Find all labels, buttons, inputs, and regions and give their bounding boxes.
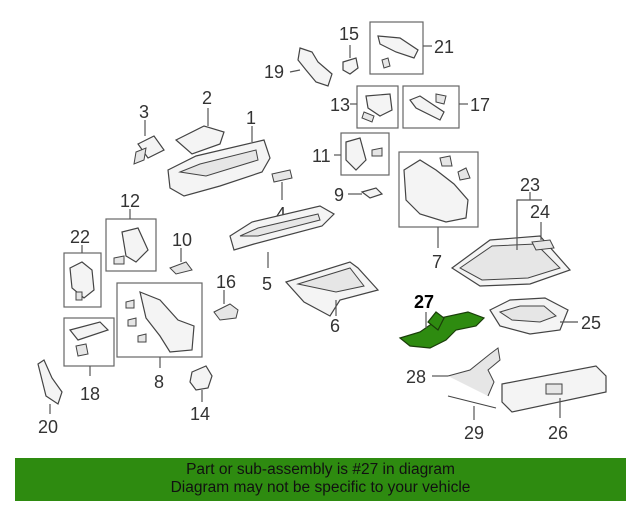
callout-11: 11	[312, 146, 331, 166]
callout-20: 20	[38, 417, 58, 437]
callout-1: 1	[246, 108, 256, 128]
callout-28: 28	[406, 367, 426, 387]
part-1-group: 1	[167, 108, 271, 197]
callout-13: 13	[330, 95, 350, 115]
part-5-group: 5	[229, 205, 335, 294]
part-8-group: 8	[116, 282, 203, 392]
callout-24: 24	[530, 202, 550, 222]
callout-25: 25	[581, 313, 601, 333]
part-14-group: 14	[189, 365, 213, 424]
part-3-group: 3	[133, 102, 165, 165]
callout-7: 7	[432, 252, 442, 272]
callout-22: 22	[70, 227, 90, 247]
callout-9: 9	[334, 185, 344, 205]
part-23-group: 23	[450, 175, 572, 287]
callout-3: 3	[139, 102, 149, 122]
part-19-group: 19	[264, 47, 333, 87]
part-15-group: 15	[339, 24, 359, 75]
part-28-group: 28	[406, 347, 501, 397]
callout-27: 27	[414, 292, 434, 312]
callout-4: 4	[276, 204, 286, 224]
callout-29: 29	[464, 423, 484, 443]
callout-2: 2	[202, 88, 212, 108]
part-7-group: 7	[398, 151, 479, 272]
part-13-group: 13	[330, 85, 399, 129]
callout-14: 14	[190, 404, 210, 424]
callout-10: 10	[172, 230, 192, 250]
part-11-group: 11	[312, 132, 390, 176]
part-20-group: 20	[37, 359, 63, 437]
part-25-group: 25	[489, 297, 601, 335]
part-10-group: 10	[169, 230, 193, 275]
part-26-group: 26	[501, 365, 607, 443]
part-21-group: 21	[369, 21, 454, 75]
callout-8: 8	[154, 372, 164, 392]
callout-12: 12	[120, 191, 140, 211]
part-24-group: 24	[530, 202, 555, 251]
part-17-group: 17	[402, 85, 490, 129]
callout-16: 16	[216, 272, 236, 292]
part-29-group: 29	[447, 395, 497, 443]
callout-15: 15	[339, 24, 359, 44]
callout-23: 23	[520, 175, 540, 195]
part-4-group: 4	[271, 169, 293, 224]
part-info-banner: Part or sub-assembly is #27 in diagram D…	[15, 458, 626, 501]
callout-19: 19	[264, 62, 284, 82]
callout-18: 18	[80, 384, 100, 404]
callout-5: 5	[262, 274, 272, 294]
part-2-group: 2	[174, 88, 225, 155]
part-12-group: 12	[105, 191, 157, 272]
part-18-group: 18	[63, 317, 115, 404]
callout-17: 17	[470, 95, 490, 115]
part-6-group: 6	[284, 261, 380, 336]
callout-26: 26	[548, 423, 568, 443]
banner-line-2: Diagram may not be specific to your vehi…	[170, 479, 471, 496]
part-22-group: 22	[63, 227, 102, 308]
banner-line-1: Part or sub-assembly is #27 in diagram	[186, 461, 455, 478]
callout-21: 21	[434, 37, 454, 57]
part-27-jack: 27	[398, 292, 486, 349]
part-16-group: 16	[213, 272, 239, 321]
callout-6: 6	[330, 316, 340, 336]
part-9-group: 9	[334, 185, 384, 205]
